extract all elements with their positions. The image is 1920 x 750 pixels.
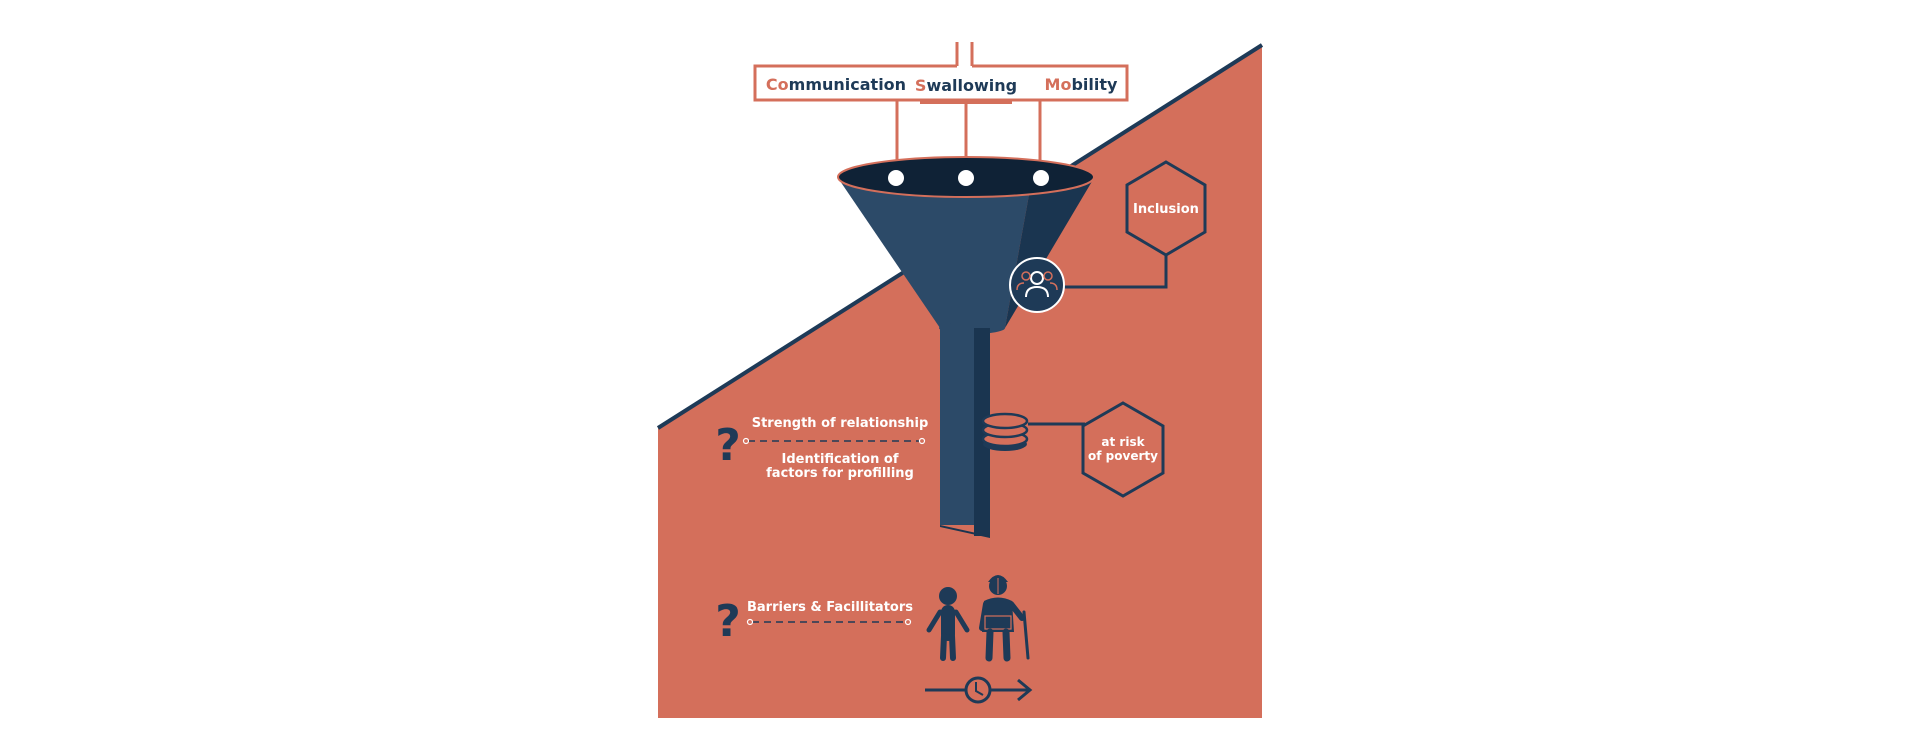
question-mark-icon: ?	[715, 420, 741, 471]
child-figure-icon	[926, 587, 970, 661]
header-label-swallowing: Swallowing	[915, 76, 1017, 95]
question-mark-icon: ?	[715, 596, 741, 647]
poverty-label-line2: of poverty	[1088, 449, 1158, 463]
barriers-label: Barriers & Facillitators	[747, 600, 913, 615]
strength-label: Strength of relationship	[752, 416, 929, 431]
funnel-spout-tip	[940, 525, 990, 538]
people-icon	[1016, 271, 1058, 298]
identification-label-line1: Identification of	[782, 452, 899, 467]
poverty-label-line1: at risk	[1101, 435, 1145, 449]
identification-label-line2: factors for profilling	[766, 466, 914, 481]
elderly-figure-icon	[979, 575, 1030, 662]
funnel-spout-right	[974, 328, 990, 536]
barriers-divider	[746, 618, 912, 626]
arrow-right-icon	[1017, 678, 1033, 702]
clock-icon	[964, 676, 992, 704]
funnel	[837, 156, 1095, 538]
input-dot-communication	[888, 170, 904, 186]
coin-stack-icon	[981, 412, 1029, 451]
input-dot-swallowing	[958, 170, 974, 186]
poverty-hexagon	[1081, 401, 1165, 498]
inclusion-connector	[1064, 255, 1168, 289]
input-dot-mobility	[1033, 170, 1049, 186]
funnel-spout-left	[940, 328, 974, 525]
header-label-mobility: Mobility	[1045, 75, 1118, 94]
strength-divider	[742, 437, 926, 445]
inclusion-label: Inclusion	[1133, 202, 1199, 217]
header-label-communication: Communication	[766, 75, 906, 94]
funnel-cone-left	[838, 178, 1032, 328]
inclusion-hexagon	[1125, 160, 1207, 257]
